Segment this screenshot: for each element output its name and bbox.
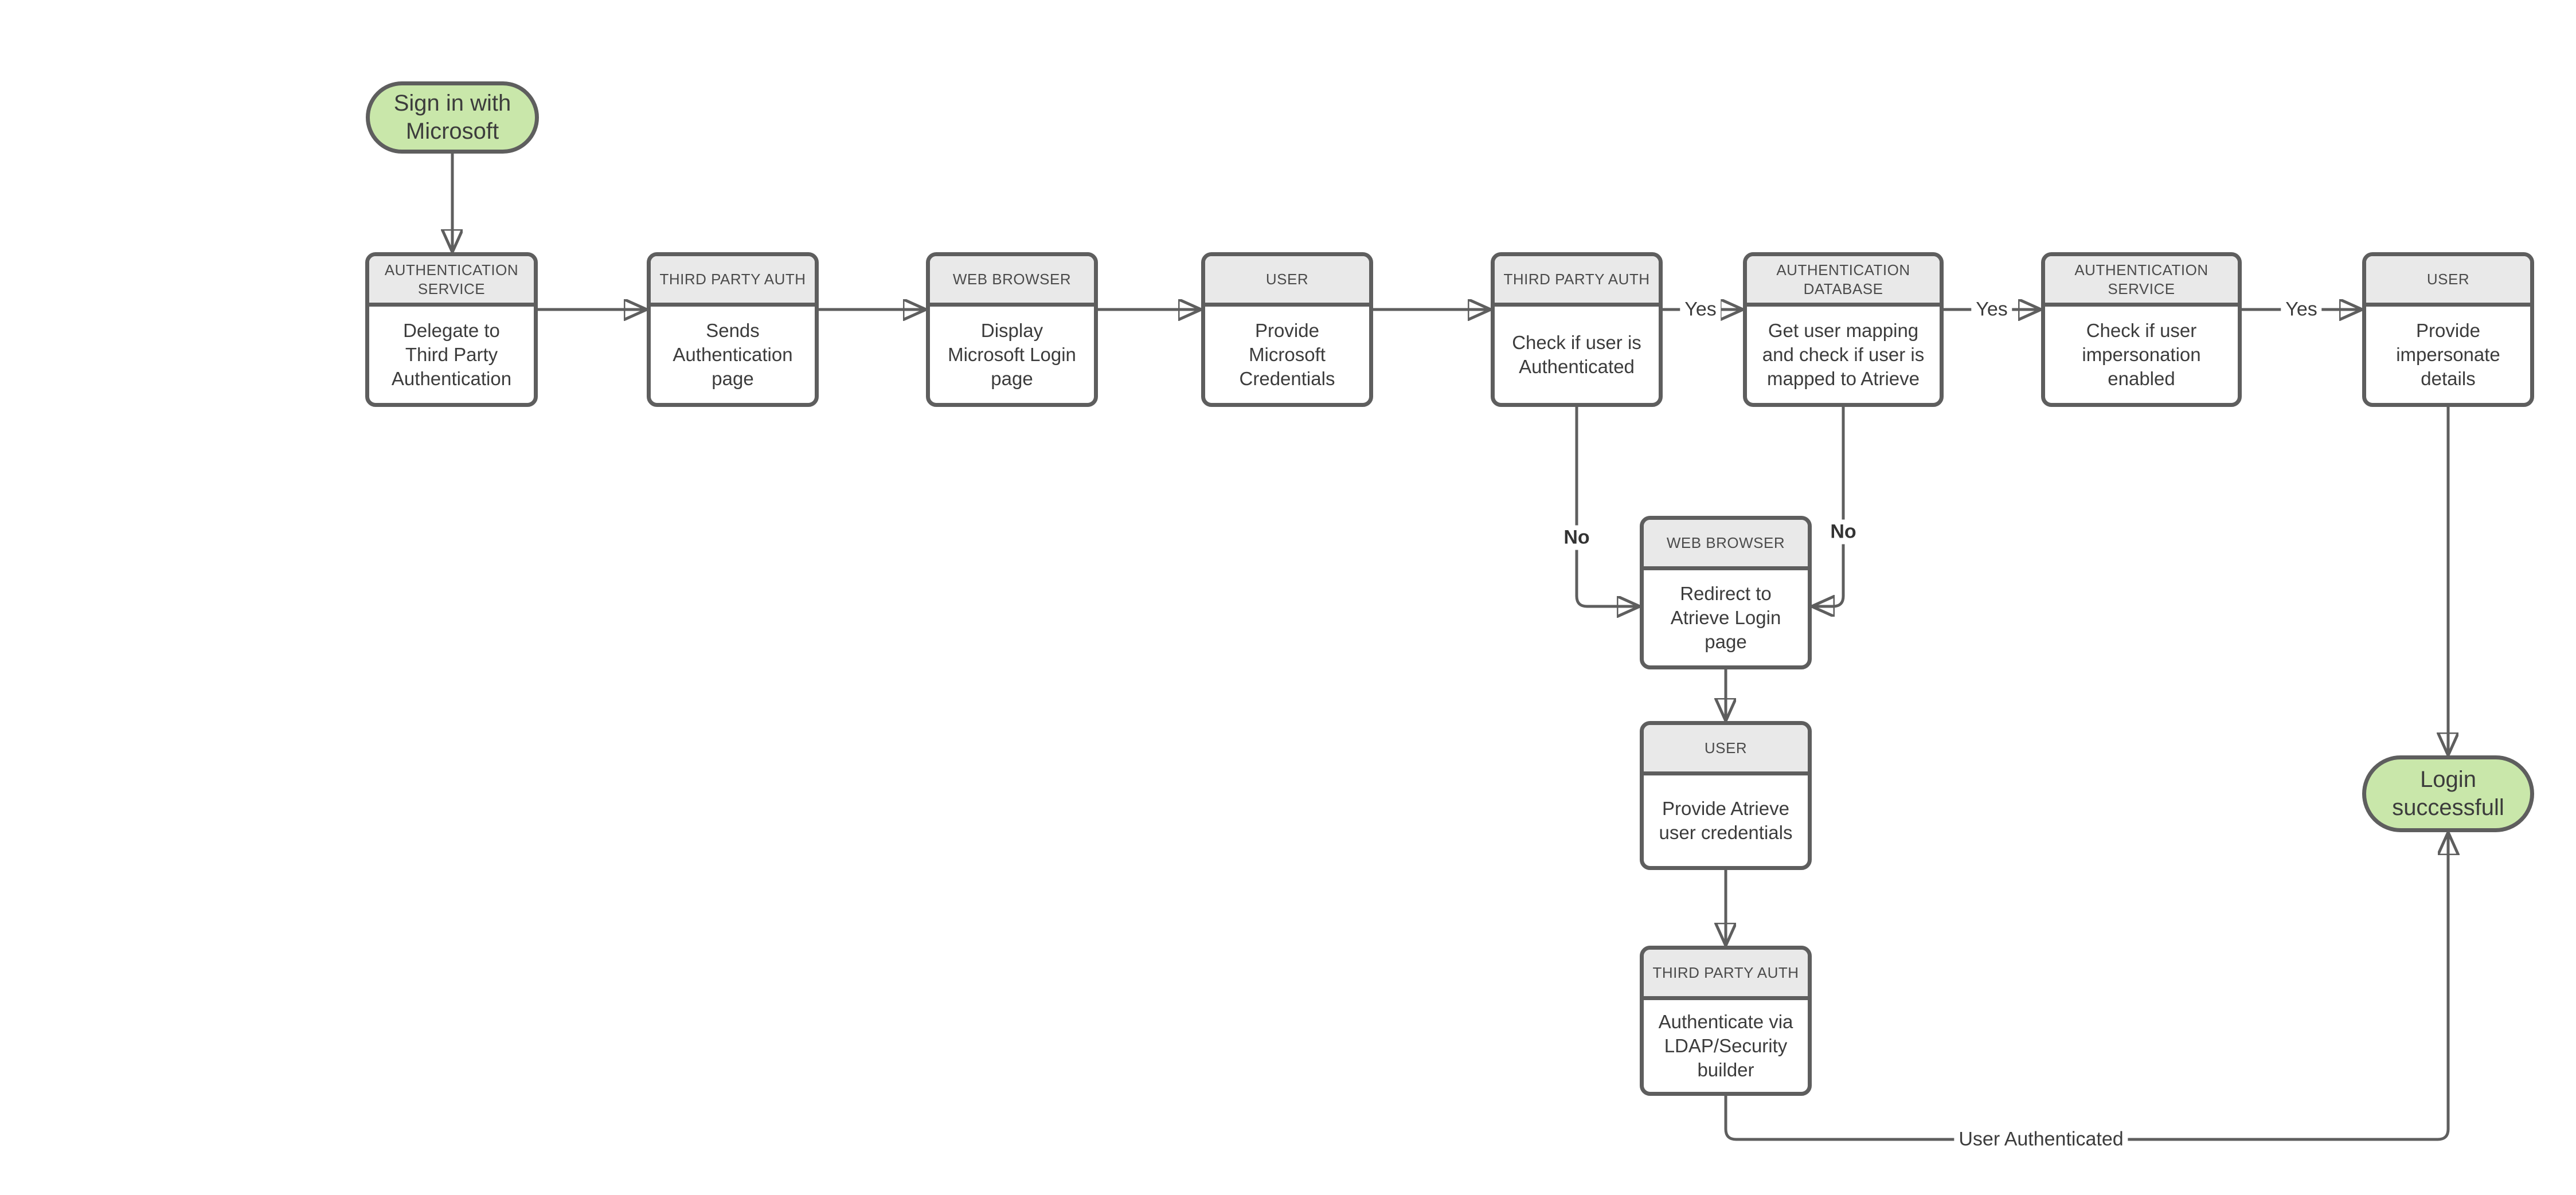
node-authentication-database-user-mapping[interactable]: AUTHENTICATION DATABASE Get user mapping… [1743, 252, 1944, 407]
node-header: USER [1205, 256, 1369, 307]
node-body: Provide impersonate details [2396, 320, 2500, 389]
node-user-provide-atrieve-credentials[interactable]: USER Provide Atrieve user credentials [1640, 721, 1812, 870]
node-body: Provide Atrieve user credentials [1659, 798, 1793, 843]
node-authentication-service-impersonation[interactable]: AUTHENTICATION SERVICE Check if user imp… [2041, 252, 2242, 407]
node-header: AUTHENTICATION SERVICE [369, 256, 534, 307]
edge-database-no-to-redirect[interactable] [1812, 407, 1845, 606]
node-body: Redirect to Atrieve Login page [1670, 583, 1781, 652]
node-header: THIRD PARTY AUTH [651, 256, 815, 307]
node-body: Display Microsoft Login page [948, 320, 1076, 389]
node-header: WEB BROWSER [1644, 520, 1808, 570]
node-web-browser-redirect-atrieve[interactable]: WEB BROWSER Redirect to Atrieve Login pa… [1640, 516, 1812, 669]
node-body: Check if user is Authenticated [1512, 332, 1641, 377]
node-web-browser-display-login[interactable]: WEB BROWSER Display Microsoft Login page [926, 252, 1098, 407]
node-body: Delegate to Third Party Authentication [391, 320, 512, 389]
node-authentication-service-delegate[interactable]: AUTHENTICATION SERVICE Delegate to Third… [365, 252, 538, 407]
node-header: WEB BROWSER [930, 256, 1094, 307]
node-header: USER [2366, 256, 2530, 307]
edge-check-auth-no-to-redirect[interactable] [1575, 407, 1640, 606]
node-header: THIRD PARTY AUTH [1495, 256, 1659, 307]
node-start-sign-in-with-microsoft[interactable]: Sign in with Microsoft [366, 81, 539, 154]
node-body: Provide Microsoft Credentials [1239, 320, 1335, 389]
node-header: THIRD PARTY AUTH [1644, 950, 1808, 1000]
edge-label-user-authenticated[interactable]: User Authenticated [1954, 1127, 2128, 1152]
node-third-party-auth-ldap[interactable]: THIRD PARTY AUTH Authenticate via LDAP/S… [1640, 946, 1812, 1096]
node-third-party-auth-check-authenticated[interactable]: THIRD PARTY AUTH Check if user is Authen… [1491, 252, 1663, 407]
node-body: Authenticate via LDAP/Security builder [1658, 1011, 1793, 1080]
node-body: Check if user impersonation enabled [2082, 320, 2201, 389]
node-user-provide-microsoft-credentials[interactable]: USER Provide Microsoft Credentials [1201, 252, 1373, 407]
edge-label-yes-mapped[interactable]: Yes [1971, 297, 2012, 322]
node-user-provide-impersonate-details[interactable]: USER Provide impersonate details [2362, 252, 2534, 407]
edge-label-yes-authenticated[interactable]: Yes [1680, 297, 1721, 322]
edge-label-yes-impersonation[interactable]: Yes [2281, 297, 2322, 322]
node-body: Sends Authentication page [673, 320, 793, 389]
node-end-login-successfull[interactable]: Login successfull [2362, 755, 2534, 832]
edge-ldap-authenticated-to-end[interactable] [1724, 832, 2448, 1141]
node-header: USER [1644, 725, 1808, 775]
edge-label-no-not-mapped[interactable]: No [1826, 519, 1861, 544]
node-third-party-auth-sends-page[interactable]: THIRD PARTY AUTH Sends Authentication pa… [647, 252, 819, 407]
edge-label-no-not-authenticated[interactable]: No [1559, 525, 1594, 550]
node-header: AUTHENTICATION DATABASE [1747, 256, 1940, 307]
node-header: AUTHENTICATION SERVICE [2045, 256, 2238, 307]
node-body: Get user mapping and check if user is ma… [1762, 320, 1925, 389]
